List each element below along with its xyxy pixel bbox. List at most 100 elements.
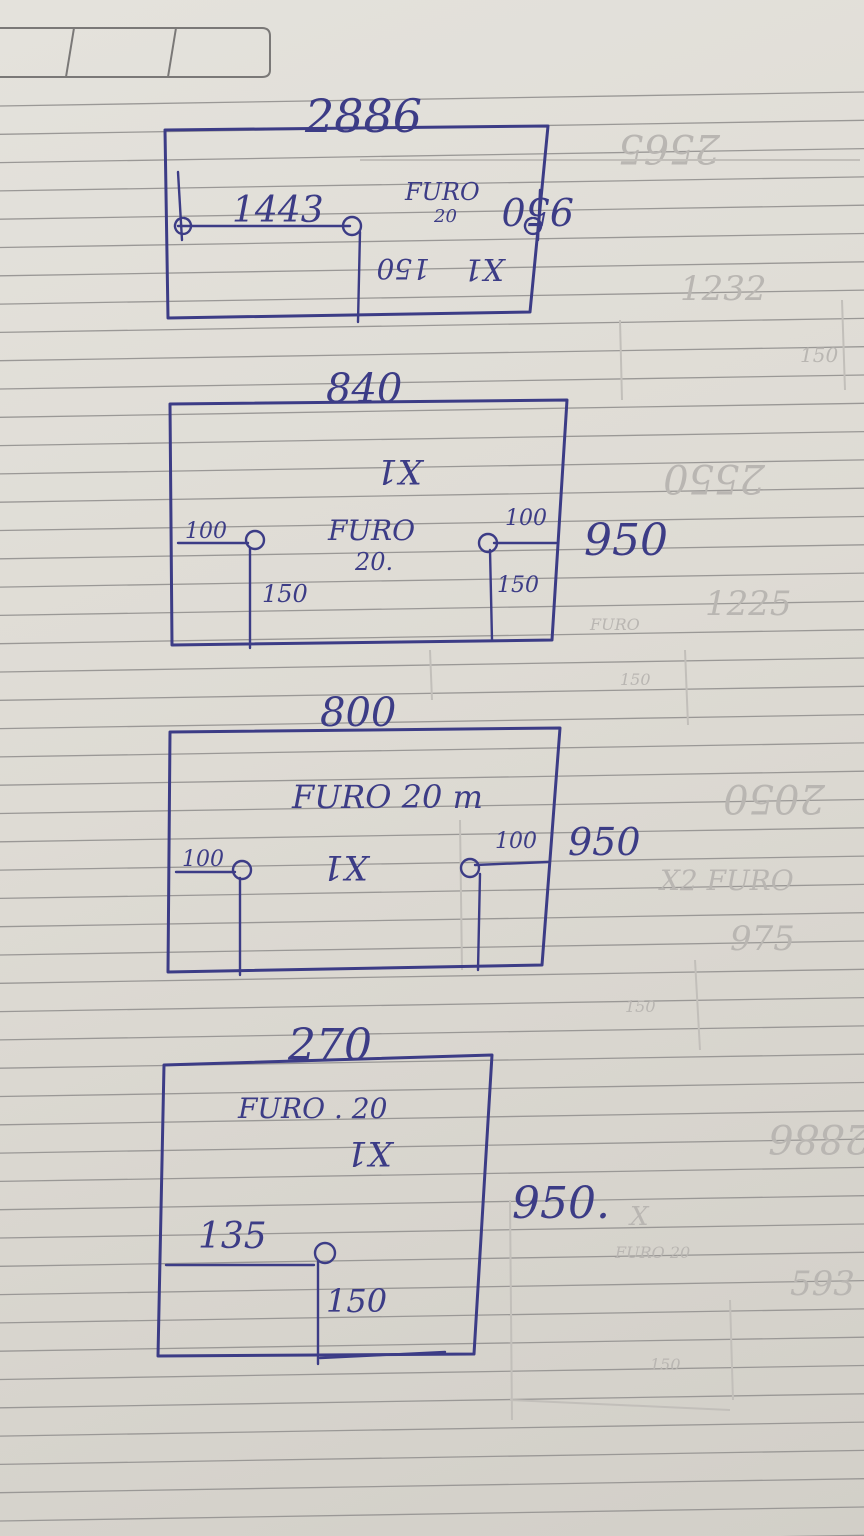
- panel-outline: [166, 726, 562, 974]
- ghost-text: 1232: [680, 269, 767, 309]
- ruled-line: [0, 176, 864, 192]
- ruled-line: [0, 855, 864, 871]
- ghost-text: FURO: [589, 615, 640, 634]
- ruled-line: [0, 770, 864, 786]
- ghost-text: 150: [625, 997, 656, 1016]
- ruled-line: [0, 147, 864, 164]
- ruled-line: [0, 1308, 864, 1324]
- ruled-line: [0, 713, 864, 730]
- drawing-1: 2886 1443 FURO 20 950 150 X1: [163, 89, 574, 324]
- hole-marker-right: [459, 857, 481, 879]
- ruled-line: [0, 572, 864, 588]
- ruled-line: [0, 742, 864, 758]
- ruled-line: [0, 1449, 864, 1466]
- hole-label: FURO: [327, 514, 415, 547]
- ruled-line: [0, 1223, 864, 1239]
- ruled-line: [0, 289, 864, 305]
- qty-label: X1: [376, 451, 425, 491]
- bottom-stroke: [318, 1350, 447, 1360]
- hole-marker: [313, 1241, 337, 1265]
- ghost-text: 150: [650, 1355, 681, 1374]
- ruled-line: [0, 1364, 864, 1381]
- ruled-line: [0, 1166, 864, 1183]
- hole-text: FURO . 20: [237, 1092, 387, 1125]
- hole-marker-left: [231, 859, 253, 881]
- ruled-line: [0, 968, 864, 984]
- ghost-text: 1225: [705, 584, 792, 624]
- ruled-line: [0, 346, 864, 362]
- hole-marker-right: [477, 532, 499, 554]
- right-edge-mark: [523, 188, 543, 242]
- ghost-text: 2565: [618, 125, 721, 171]
- ruled-line: [0, 1053, 864, 1069]
- hole-marker-left: [244, 529, 266, 551]
- position-label: 135: [198, 1216, 267, 1257]
- ruled-line: [0, 204, 864, 220]
- ghost-text: 593: [790, 1264, 855, 1304]
- ruled-line: [0, 459, 864, 475]
- width-label: 840: [326, 366, 402, 412]
- width-label: 2886: [304, 89, 422, 143]
- ruled-line: [0, 940, 864, 956]
- ghost-text: 2050: [723, 775, 826, 821]
- ruled-line: [0, 317, 864, 334]
- ruled-line: [0, 912, 864, 928]
- position-label: 1443: [232, 190, 324, 231]
- height-label: 950: [501, 189, 574, 233]
- right-drop-line: [476, 872, 482, 972]
- ruled-line: [0, 544, 864, 560]
- panel-outline: [163, 124, 550, 320]
- ruled-line: [0, 827, 864, 843]
- qty-label: X1: [464, 251, 506, 286]
- ruled-line: [0, 1478, 864, 1494]
- ruled-line: [0, 1421, 864, 1437]
- right-offset-line: [473, 860, 550, 867]
- ruled-line: [0, 629, 864, 645]
- right-depth: 150: [497, 573, 539, 598]
- ruled-line: [0, 91, 864, 107]
- hole-marker: [341, 215, 363, 237]
- ruled-line: [0, 1110, 864, 1126]
- hole-text: FURO 20 m: [291, 778, 483, 816]
- ruled-line: [0, 657, 864, 673]
- left-depth: 150: [262, 580, 308, 608]
- right-drop-line: [488, 548, 494, 642]
- drawing-2: 840 X1 100 100 FURO 20. 150 150 950: [168, 366, 668, 650]
- ruled-line: [0, 232, 864, 249]
- left-edge-mark: [173, 170, 193, 242]
- ruled-line: [0, 883, 864, 900]
- hole-size: 20: [433, 206, 457, 227]
- ruled-line: [0, 430, 864, 447]
- ruled-line: [0, 374, 864, 390]
- ruled-line: [0, 1251, 864, 1267]
- right-offset: 100: [505, 506, 547, 531]
- panel-outline: [168, 398, 569, 647]
- header-boxes: [0, 27, 271, 78]
- ruled-line: [0, 1506, 864, 1522]
- ghost-text: 2550: [663, 455, 766, 501]
- ruled-line: [0, 1025, 864, 1041]
- bleed-through: 2565 1232 150 2550 1225 FURO 150 2050 X2…: [360, 125, 864, 1421]
- ghost-text: FURO 20: [614, 1243, 690, 1262]
- ruled-line: [0, 515, 864, 532]
- ruled-line: [0, 1195, 864, 1211]
- height-label: 950: [568, 820, 641, 864]
- width-label: 270: [287, 1020, 372, 1071]
- ruled-line: [0, 402, 864, 418]
- left-offset: 100: [182, 847, 224, 872]
- ruled-line: [0, 1081, 864, 1098]
- height-label: 950: [584, 515, 668, 566]
- ghost-text: 150: [800, 343, 838, 367]
- depth-label: 150: [326, 1282, 387, 1320]
- left-offset: 100: [185, 519, 227, 544]
- depth-label: 150: [377, 252, 430, 285]
- ruled-line: [0, 1138, 864, 1154]
- ruled-line: [0, 600, 864, 617]
- hole-drop-line: [356, 230, 362, 324]
- ghost-text: 2886: [768, 1115, 864, 1161]
- hole-size: 20.: [354, 548, 393, 576]
- ghost-text: 150: [620, 670, 651, 689]
- qty-label: X1: [322, 847, 371, 887]
- right-offset: 100: [495, 829, 537, 854]
